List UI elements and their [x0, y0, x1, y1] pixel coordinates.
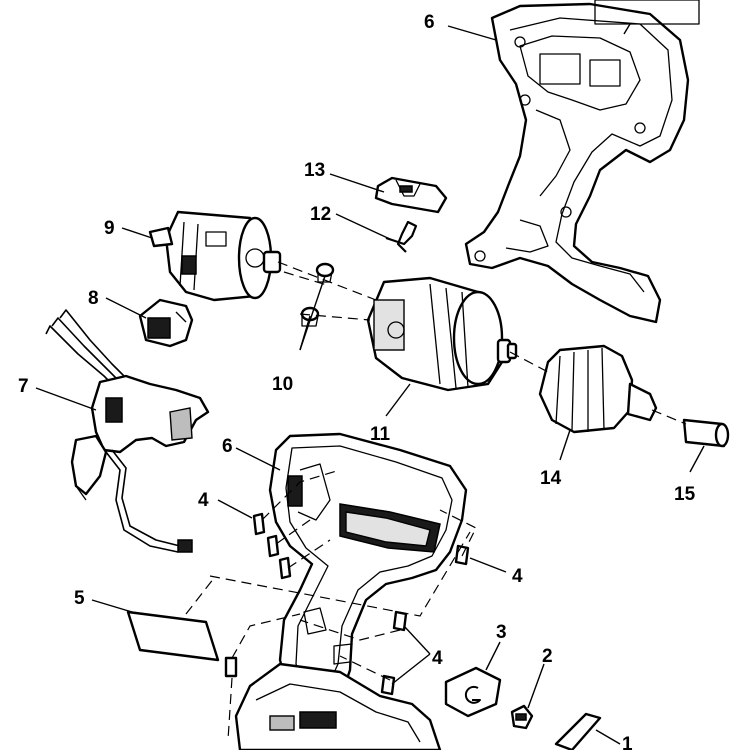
- part-5-label-plate: [126, 610, 220, 662]
- label-part-8: 8: [88, 288, 99, 309]
- label-part-4-lower: 4: [432, 648, 443, 669]
- part-6-housing-bottom: [268, 432, 468, 712]
- label-part-12: 12: [310, 204, 331, 225]
- part-12-spring-clip: [385, 220, 418, 253]
- label-part-13: 13: [304, 160, 325, 181]
- label-part-15: 15: [674, 484, 696, 505]
- label-part-10: 10: [272, 374, 293, 395]
- label-part-3: 3: [496, 622, 507, 643]
- part-8-trigger: [138, 298, 194, 348]
- label-part-5: 5: [74, 588, 85, 609]
- part-10-screws: [300, 262, 335, 327]
- label-part-7: 7: [18, 376, 29, 397]
- label-part-6-top: 6: [424, 12, 435, 33]
- part-11-gearbox: [366, 276, 518, 392]
- label-part-1: 1: [622, 734, 633, 750]
- part-14-chuck: [538, 344, 658, 434]
- label-part-4-right: 4: [512, 566, 523, 587]
- leader-lines: [35, 23, 705, 745]
- part-9-motor: [148, 210, 282, 302]
- part-labels: 6 13 12 9 8 10 7 11 6 14 15 4 4 5 3 4 2 …: [18, 12, 696, 750]
- part-13-selector: [374, 176, 448, 214]
- part-6-housing-top: [464, 0, 700, 324]
- label-part-6-bottom: 6: [222, 436, 233, 457]
- part-15-bit: [682, 418, 730, 448]
- part-3-badge: [444, 666, 502, 718]
- part-7-switch: [45, 309, 210, 553]
- part-2-clip: [510, 704, 534, 730]
- label-part-11: 11: [370, 424, 391, 445]
- label-part-2: 2: [542, 646, 553, 667]
- label-part-14: 14: [540, 468, 562, 489]
- label-part-4-left: 4: [198, 490, 209, 511]
- part-base-foot: [234, 662, 442, 750]
- label-part-9: 9: [104, 218, 115, 239]
- assembly-lines: [185, 261, 687, 741]
- part-1-bit-holder: [554, 712, 602, 750]
